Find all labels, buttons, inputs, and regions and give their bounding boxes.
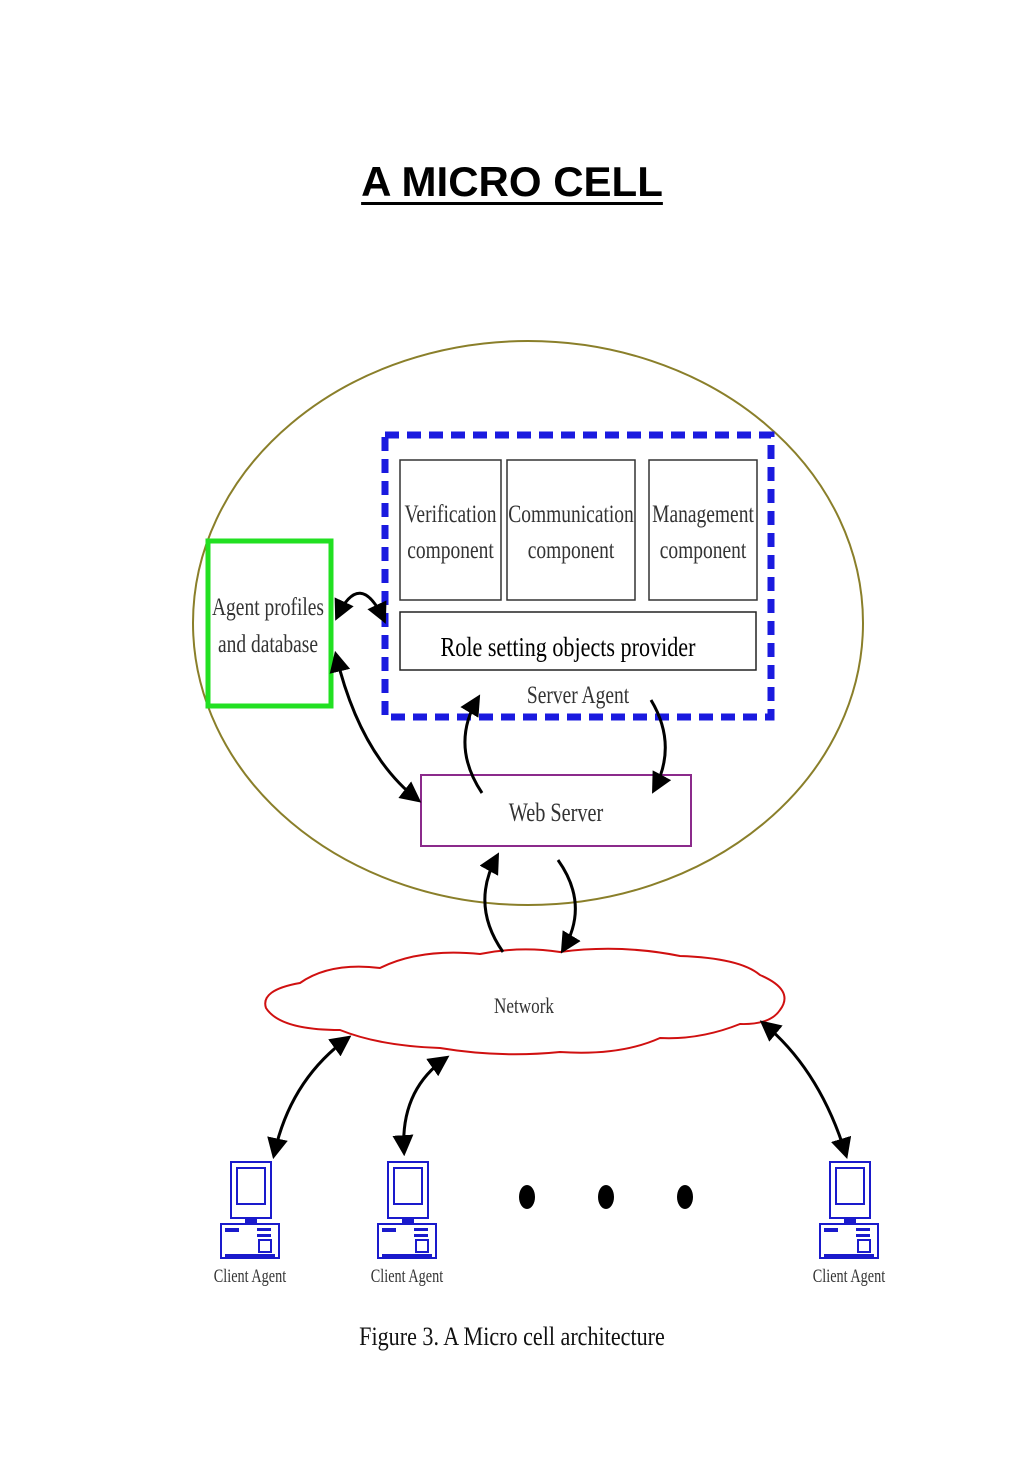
svg-text:Server Agent: Server Agent (527, 681, 630, 709)
svg-text:Verification: Verification (405, 500, 497, 528)
server-agent-container (381, 431, 775, 721)
arrow-network-client-1 (267, 1035, 352, 1160)
web-server-label: Web Server (509, 799, 604, 828)
role-provider-label: Role setting objects provider (441, 633, 696, 663)
svg-text:component: component (407, 536, 494, 564)
verification-component-box (399, 459, 502, 601)
arrow-network-client-2 (392, 1055, 450, 1157)
server-agent-label: Server Agent (527, 681, 630, 709)
communication-component-box (506, 459, 636, 601)
arrow-network-to-web (479, 852, 505, 953)
communication-label-line2: component (528, 536, 615, 564)
web-server-box (420, 774, 692, 847)
svg-text:Network: Network (494, 994, 554, 1019)
arrow-server-agent-to-web (649, 699, 672, 794)
database-label-line1: Agent profiles (212, 593, 324, 621)
management-label-line2: component (660, 536, 747, 564)
svg-text:component: component (660, 536, 747, 564)
ellipsis-dot-3 (677, 1185, 693, 1209)
arrow-network-client-3 (759, 1020, 852, 1160)
ellipsis-dot-1 (519, 1185, 535, 1209)
ellipsis-dot-2 (598, 1185, 614, 1209)
svg-text:Client Agent: Client Agent (214, 1265, 287, 1286)
verification-label-line1: Verification (405, 500, 497, 528)
arrow-web-to-network (556, 859, 581, 954)
page-title: A MICRO CELL (361, 158, 663, 205)
management-label-line1: Management (652, 500, 754, 528)
arrow-database-server-agent (334, 591, 387, 624)
communication-label-line1: Communication (508, 500, 634, 528)
micro-cell-boundary (192, 340, 864, 906)
arrow-web-to-server-agent (460, 694, 484, 794)
svg-text:Client Agent: Client Agent (371, 1265, 444, 1286)
network-label: Network (494, 994, 554, 1019)
svg-text:Web Server: Web Server (509, 799, 604, 828)
arrow-database-web-server (329, 650, 422, 803)
client-computer-2 (377, 1161, 437, 1259)
client-agent-label-1: Client Agent (214, 1265, 287, 1286)
verification-label-line2: component (407, 536, 494, 564)
agent-profiles-database-box (205, 538, 334, 709)
svg-text:Communication: Communication (508, 500, 634, 528)
client-computer-3 (819, 1161, 879, 1259)
client-computer-1 (220, 1161, 280, 1259)
svg-text:component: component (528, 536, 615, 564)
client-agent-label-2: Client Agent (371, 1265, 444, 1286)
svg-text:Agent profiles: Agent profiles (212, 593, 324, 621)
role-provider-box (399, 611, 757, 671)
svg-text:Role setting objects provider: Role setting objects provider (441, 633, 696, 663)
figure-caption: Figure 3. A Micro cell architecture (359, 1322, 665, 1351)
database-label-line2: and database (218, 630, 318, 658)
svg-text:Management: Management (652, 500, 754, 528)
client-agent-label-3: Client Agent (813, 1265, 886, 1286)
svg-text:and database: and database (218, 630, 318, 658)
management-component-box (648, 459, 758, 601)
svg-text:Client Agent: Client Agent (813, 1265, 886, 1286)
